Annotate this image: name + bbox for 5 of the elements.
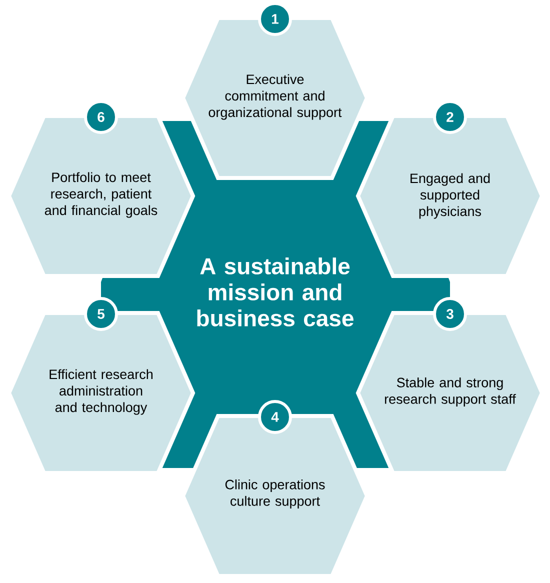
number-badge: 1	[258, 2, 292, 36]
number-badge: 6	[84, 100, 118, 134]
number-badge: 5	[84, 297, 118, 331]
number-badge: 3	[433, 297, 467, 331]
number-badge: 2	[433, 100, 467, 134]
